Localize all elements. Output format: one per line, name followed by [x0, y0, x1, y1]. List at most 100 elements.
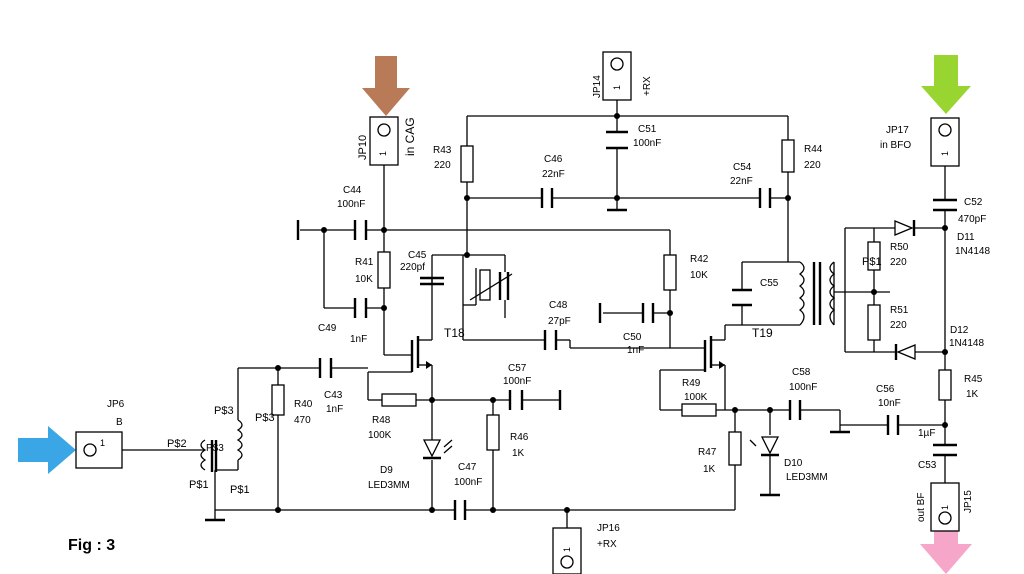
svg-text:JP16: JP16 [597, 523, 620, 534]
svg-text:1: 1 [940, 151, 950, 156]
svg-text:JP17: JP17 [886, 125, 909, 136]
r42-resistor: R42 10K [663, 254, 709, 291]
svg-text:220: 220 [804, 160, 821, 171]
svg-text:1nF: 1nF [350, 334, 367, 345]
svg-text:1nF: 1nF [326, 404, 343, 415]
c54-capacitor: C54 22nF [730, 162, 772, 208]
svg-text:D12: D12 [950, 325, 969, 336]
svg-text:1N4148: 1N4148 [949, 338, 984, 349]
svg-text:220: 220 [890, 257, 907, 268]
svg-text:27pF: 27pF [548, 316, 571, 327]
c45-capacitor: C45 220pf [400, 250, 444, 286]
cag-input-arrow [362, 56, 410, 116]
bfo-input-arrow [921, 55, 971, 114]
c57-capacitor: C57 100nF [503, 363, 531, 410]
r40-resistor: R40 470 [271, 384, 313, 426]
svg-text:R46: R46 [510, 432, 529, 443]
svg-text:1: 1 [612, 85, 622, 90]
svg-text:10K: 10K [690, 270, 708, 281]
svg-text:JP6: JP6 [107, 399, 125, 410]
d10-led: D10 LED3MM [749, 436, 828, 483]
svg-text:C43: C43 [324, 390, 343, 401]
r47-resistor: R47 1K [698, 431, 742, 475]
svg-text:in CAG: in CAG [403, 117, 417, 156]
input-transformer [200, 419, 243, 472]
c51-capacitor: C51 100nF [606, 124, 661, 150]
svg-text:P$1: P$1 [230, 484, 250, 496]
svg-text:1nF: 1nF [627, 345, 644, 356]
c48-capacitor: C48 27pF [543, 300, 571, 350]
t18-transistor: T18 [410, 320, 465, 372]
svg-text:LED3MM: LED3MM [368, 480, 410, 491]
c47-capacitor: C47 100nF [453, 462, 482, 520]
svg-text:22nF: 22nF [730, 176, 753, 187]
jp15-connector: 1 JP15 out BF [916, 482, 974, 532]
svg-text:R43: R43 [433, 145, 452, 156]
d12-diode: D12 1N4148 [894, 325, 984, 360]
svg-text:T18: T18 [444, 326, 465, 340]
svg-text:C52: C52 [964, 197, 983, 208]
signal-input-arrow [18, 426, 76, 474]
wires [120, 100, 946, 528]
r45-resistor: R45 1K [938, 369, 983, 401]
r50-resistor: R50 220 [867, 241, 909, 271]
jp10-connector: 1 JP10 in CAG [357, 116, 417, 166]
r48-resistor: R48 100K [368, 393, 417, 441]
svg-text:P$1: P$1 [189, 479, 209, 491]
jp14-connector: 1 JP14 +RX [592, 51, 653, 101]
svg-text:R50: R50 [890, 242, 909, 253]
jp17-connector: 1 JP17 in BFO [880, 117, 960, 167]
r44-resistor: R44 220 [781, 139, 823, 173]
svg-text:100nF: 100nF [789, 382, 817, 393]
svg-text:C46: C46 [544, 154, 563, 165]
c58-capacitor: C58 100nF [788, 367, 817, 420]
svg-text:1: 1 [378, 151, 388, 156]
svg-text:100nF: 100nF [503, 376, 531, 387]
svg-text:10K: 10K [355, 274, 373, 285]
svg-text:C47: C47 [458, 462, 477, 473]
c46-capacitor: C46 22nF [540, 154, 565, 208]
svg-text:100nF: 100nF [454, 477, 482, 488]
svg-text:C45: C45 [408, 250, 427, 261]
svg-text:100K: 100K [684, 392, 708, 403]
t19-transistor: T19 [703, 326, 773, 372]
svg-text:P$3: P$3 [214, 405, 234, 417]
c43-capacitor: C43 1nF [318, 358, 343, 415]
svg-text:LED3MM: LED3MM [786, 472, 828, 483]
d9-led: D9 LED3MM [368, 439, 453, 491]
jp6-connector: 1 JP6 B [75, 399, 125, 469]
svg-text:1N4148: 1N4148 [955, 246, 990, 257]
c56-capacitor: C56 10nF [876, 384, 901, 435]
pad-labels: P$3 P$3 P$2 P$3 P$1 P$1 P$1 [167, 256, 882, 496]
svg-text:C54: C54 [733, 162, 752, 173]
audio-output-arrow [920, 518, 972, 574]
svg-text:1K: 1K [512, 448, 525, 459]
c49-capacitor: C49 1nF [318, 298, 367, 345]
svg-text:220pf: 220pf [400, 262, 425, 273]
svg-text:22nF: 22nF [542, 169, 565, 180]
svg-text:C44: C44 [343, 185, 362, 196]
svg-text:R51: R51 [890, 305, 909, 316]
svg-text:1: 1 [100, 438, 105, 448]
c55-capacitor: C55 [732, 278, 779, 307]
svg-text:1: 1 [562, 547, 572, 552]
c52-capacitor: C52 470pF [933, 197, 986, 225]
svg-text:JP15: JP15 [963, 490, 974, 513]
r49-resistor: R49 100K [681, 378, 717, 417]
svg-text:C57: C57 [508, 363, 527, 374]
svg-text:+RX: +RX [642, 76, 653, 96]
svg-text:T19: T19 [752, 326, 773, 340]
r43-resistor: R43 220 [433, 145, 474, 183]
jp16-connector: 1 JP16 +RX [552, 523, 620, 574]
svg-text:R45: R45 [964, 374, 983, 385]
svg-text:C48: C48 [549, 300, 568, 311]
svg-text:R49: R49 [682, 378, 701, 389]
svg-text:C53: C53 [918, 460, 937, 471]
junction-dots [275, 113, 948, 513]
figure-caption: Fig : 3 [68, 537, 116, 554]
svg-text:R48: R48 [372, 415, 391, 426]
t18-tank-trimmer [463, 255, 513, 318]
svg-text:220: 220 [890, 320, 907, 331]
svg-text:C51: C51 [638, 124, 657, 135]
